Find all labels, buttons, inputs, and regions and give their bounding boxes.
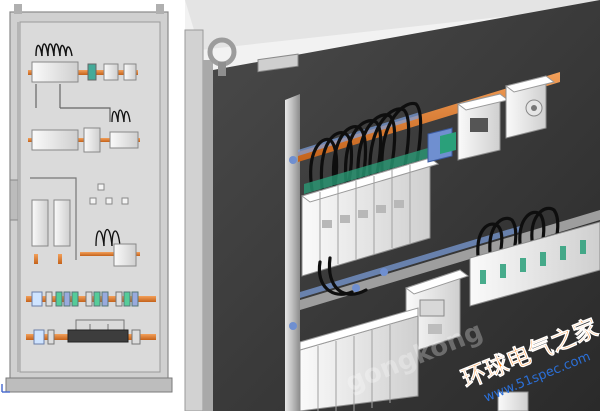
breaker-block-lower — [299, 307, 419, 411]
lifting-eye-icon — [207, 37, 237, 76]
panel-divider — [182, 0, 185, 411]
din-rail-top — [28, 70, 138, 75]
support-post — [285, 94, 300, 411]
top-wire-bundle — [35, 43, 73, 57]
wire-loops-upper — [309, 101, 423, 192]
bottom-terminal-bar — [67, 329, 129, 343]
breaker-group-top — [31, 61, 79, 83]
terminal-strip-lower — [469, 221, 600, 307]
control-device-middle — [404, 269, 470, 355]
breaker-group-middle — [31, 129, 79, 151]
breaker-block-upper — [300, 148, 440, 277]
cabinet-closeup — [184, 0, 600, 411]
contactor-left — [31, 199, 49, 247]
terminal-blocks — [31, 291, 139, 307]
relay-module-1 — [456, 93, 510, 161]
terminal-cluster-upper — [427, 127, 456, 163]
relay-module-2 — [504, 75, 556, 139]
axis-gizmo-icon — [1, 384, 10, 393]
din-rail-middle — [300, 210, 600, 310]
contactor-right — [53, 199, 71, 247]
cabinet-overview — [0, 0, 182, 411]
